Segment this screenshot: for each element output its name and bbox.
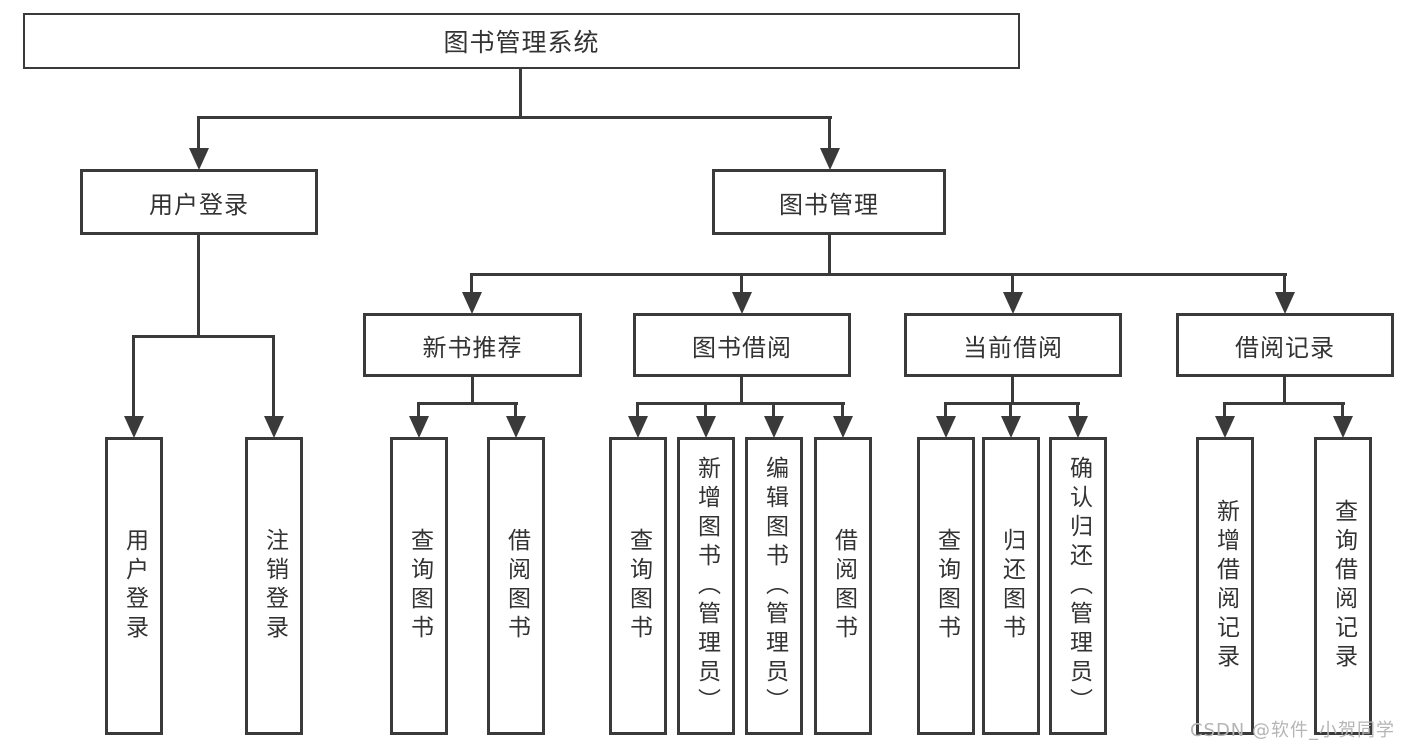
arrow-down-icon bbox=[1275, 292, 1295, 314]
arrow-down-icon bbox=[628, 416, 648, 438]
arrow-down-icon bbox=[1068, 416, 1088, 438]
node-borrow-records: 借阅记录 bbox=[1176, 313, 1394, 377]
connector-leaf-line bbox=[417, 402, 420, 418]
leaf-query-books-recommend: 查询图书 bbox=[390, 437, 448, 735]
arrow-down-icon bbox=[264, 416, 284, 438]
node-root-library-system: 图书管理系统 bbox=[23, 13, 1020, 69]
arrow-down-icon bbox=[506, 416, 526, 438]
leaf-logout: 注销登录 bbox=[245, 437, 303, 735]
leaf-query-borrow-record: 查询借阅记录 bbox=[1314, 437, 1372, 735]
node-new-book-recommend: 新书推荐 bbox=[363, 313, 582, 377]
connector-currentborrow-stem bbox=[1011, 376, 1014, 404]
arrow-down-icon bbox=[1333, 416, 1353, 438]
arrow-down-icon bbox=[696, 416, 716, 438]
leaf-confirm-return-admin: 确认归还（管理员） bbox=[1049, 437, 1107, 735]
arrow-down-icon bbox=[732, 292, 752, 314]
arrow-down-icon bbox=[1215, 416, 1235, 438]
node-book-borrow: 图书借阅 bbox=[633, 313, 851, 377]
arrow-down-icon bbox=[189, 148, 209, 170]
arrow-down-icon bbox=[409, 416, 429, 438]
connector-borrowrecords-split bbox=[1223, 402, 1345, 405]
connector-userlogin-split bbox=[132, 335, 275, 338]
connector-bookmgmt-stem bbox=[828, 233, 831, 276]
arrow-down-icon bbox=[764, 416, 784, 438]
connector-leaf-line bbox=[1009, 402, 1012, 418]
connector-to-book-mgmt bbox=[828, 116, 831, 150]
connector-newbook-split bbox=[417, 402, 518, 405]
leaf-query-books-borrow: 查询图书 bbox=[609, 437, 667, 735]
arrow-down-icon bbox=[1001, 416, 1021, 438]
connector-leaf-line bbox=[841, 402, 844, 418]
leaf-return-book: 归还图书 bbox=[982, 437, 1040, 735]
connector-to-user-login bbox=[197, 116, 200, 150]
connector-currentborrow-split bbox=[944, 402, 1080, 405]
node-user-login: 用户登录 bbox=[80, 169, 318, 235]
connector-userlogin-stem bbox=[197, 233, 200, 337]
leaf-borrow-books: 借阅图书 bbox=[814, 437, 872, 735]
leaf-borrow-books-recommend: 借阅图书 bbox=[487, 437, 545, 735]
connector-leaf-line bbox=[1076, 402, 1079, 418]
arrow-down-icon bbox=[1003, 292, 1023, 314]
connector-root-split bbox=[197, 116, 832, 119]
csdn-watermark: CSDN @软件_小贺同学 bbox=[1189, 720, 1395, 741]
arrow-down-icon bbox=[124, 416, 144, 438]
connector-root-stem bbox=[519, 67, 522, 117]
leaf-add-book-admin: 新增图书（管理员） bbox=[677, 437, 735, 735]
connector-newbook-stem bbox=[471, 376, 474, 404]
connector-leaf-line bbox=[944, 402, 947, 418]
connector-to-leaf-logout bbox=[272, 335, 275, 419]
arrow-down-icon bbox=[936, 416, 956, 438]
connector-borrowrecords-stem bbox=[1283, 376, 1286, 404]
connector-leaf-line bbox=[1223, 402, 1226, 418]
arrow-down-icon bbox=[833, 416, 853, 438]
connector-to-leaf-user-login bbox=[132, 335, 135, 419]
connector-leaf-line bbox=[772, 402, 775, 418]
connector-leaf-line bbox=[1341, 402, 1344, 418]
connector-leaf-line bbox=[636, 402, 639, 418]
connector-bookmgmt-split bbox=[470, 273, 1287, 276]
node-current-borrow: 当前借阅 bbox=[904, 313, 1122, 377]
connector-to-current-borrow bbox=[1011, 273, 1014, 294]
arrow-down-icon bbox=[820, 148, 840, 170]
arrow-down-icon bbox=[462, 292, 482, 314]
leaf-edit-book-admin: 编辑图书（管理员） bbox=[745, 437, 803, 735]
connector-leaf-line bbox=[704, 402, 707, 418]
connector-to-borrow-records bbox=[1283, 273, 1286, 294]
connector-to-book-borrow bbox=[740, 273, 743, 294]
node-book-management: 图书管理 bbox=[712, 169, 946, 235]
connector-bookborrow-stem bbox=[740, 376, 743, 404]
leaf-add-borrow-record: 新增借阅记录 bbox=[1196, 437, 1254, 735]
leaf-query-books-current: 查询图书 bbox=[917, 437, 975, 735]
leaf-user-login: 用户登录 bbox=[105, 437, 163, 735]
connector-leaf-line bbox=[514, 402, 517, 418]
connector-to-new-book bbox=[470, 273, 473, 294]
connector-bookborrow-split bbox=[636, 402, 845, 405]
